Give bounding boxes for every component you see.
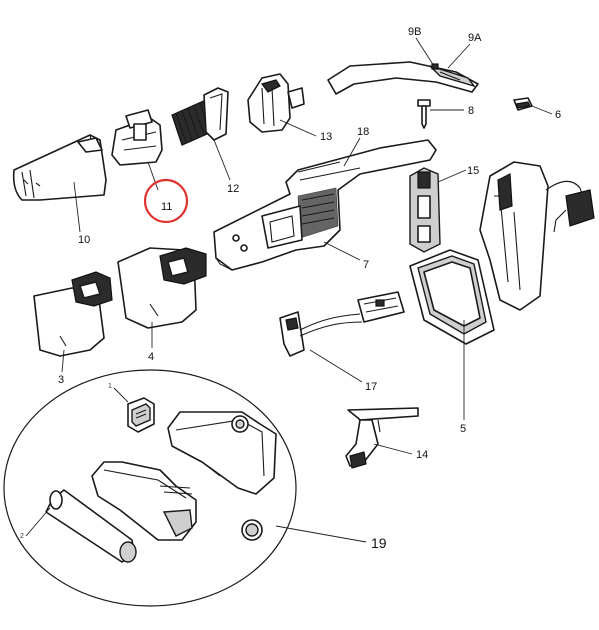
leader-11 <box>147 161 159 191</box>
label-5: 5 <box>460 423 466 435</box>
label-19: 19 <box>371 535 387 551</box>
label-17: 17 <box>365 381 377 393</box>
accessory-floor-head[interactable] <box>91 461 197 541</box>
leader-19-2 <box>25 507 51 537</box>
part-3-battery-pack[interactable] <box>33 271 113 357</box>
label-10: 10 <box>78 234 90 246</box>
leader-18 <box>343 137 361 167</box>
label-11: 11 <box>161 201 172 213</box>
highlight-circle-11 <box>143 178 189 224</box>
label-9a: 9A <box>468 32 482 44</box>
accessory-item-1-wheel[interactable] <box>127 397 155 433</box>
leader-6 <box>531 105 553 115</box>
label-7: 7 <box>363 259 369 271</box>
part-6-button[interactable] <box>513 97 533 111</box>
part-5-charging-base[interactable] <box>409 161 595 345</box>
part-10-dust-bowl[interactable] <box>12 134 107 201</box>
label-6: 6 <box>555 109 561 121</box>
part-8-screw[interactable] <box>417 99 431 129</box>
part-17-wiring[interactable] <box>279 291 405 357</box>
leader-9b <box>415 37 435 67</box>
leader-3 <box>61 349 65 373</box>
label-13: 13 <box>320 131 332 143</box>
part-7-main-body[interactable] <box>213 139 437 271</box>
part-15-battery[interactable] <box>409 167 441 253</box>
part-4-battery-cover[interactable] <box>117 247 207 329</box>
label-3: 3 <box>58 374 64 386</box>
leader-19-1 <box>113 387 129 403</box>
leader-14 <box>373 443 413 455</box>
label-15: 15 <box>467 165 479 177</box>
leader-10 <box>73 181 81 233</box>
accessory-nozzle-head[interactable] <box>167 411 277 495</box>
part-9-handle-cover[interactable] <box>327 61 479 95</box>
leader-13 <box>279 119 317 137</box>
part-12-pleated-filter[interactable] <box>171 87 229 146</box>
leader-17 <box>309 349 363 383</box>
part-14-bracket[interactable] <box>345 407 419 469</box>
label-19-1: 1 <box>108 383 112 390</box>
accessory-end-cap[interactable] <box>241 519 263 541</box>
leader-12 <box>213 139 231 181</box>
label-18: 18 <box>357 126 369 138</box>
accessory-item-2-brush-roll[interactable] <box>45 489 137 563</box>
part-11-pre-filter[interactable] <box>111 109 163 166</box>
label-4: 4 <box>148 351 154 363</box>
leader-7 <box>323 241 361 261</box>
part-19-accessory-kit[interactable] <box>3 369 297 607</box>
leader-15 <box>437 169 467 183</box>
label-9b: 9B <box>408 26 421 38</box>
label-12: 12 <box>227 183 239 195</box>
label-19-2: 2 <box>20 533 24 540</box>
label-8: 8 <box>468 105 474 117</box>
label-14: 14 <box>416 449 428 461</box>
leader-9a <box>447 43 471 69</box>
leader-19 <box>275 525 367 543</box>
part-13-separator[interactable] <box>247 73 305 133</box>
